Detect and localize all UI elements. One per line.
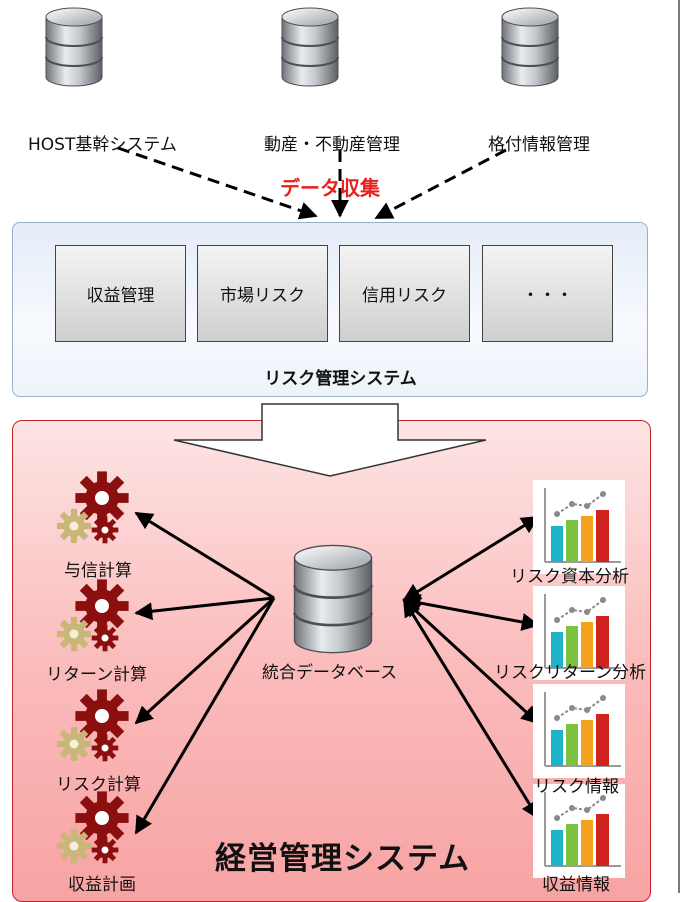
gear-icon-return-tiny — [91, 624, 119, 652]
management-system-title: 経営管理システム — [215, 841, 471, 877]
page-edge-divider — [678, 0, 680, 893]
gear-icon-plan-small — [56, 828, 92, 864]
gear-icon-credit-tiny — [91, 516, 119, 544]
calc-label-plan: 収益計画 — [68, 875, 136, 895]
gear-icon-return-small — [56, 616, 92, 652]
integrated-db-label: 統合データベース — [262, 663, 398, 683]
gear-icon-plan-tiny — [91, 836, 119, 864]
risk-module-revenue: 収益管理 — [55, 245, 186, 342]
calc-label-return: リターン計算 — [46, 665, 148, 685]
calc-arrow-2 — [134, 596, 275, 621]
calc-arrow-3 — [134, 596, 276, 725]
calc-arrow-4 — [134, 597, 276, 835]
analysis-label-risk-return: リスクリターン分析 — [494, 663, 647, 683]
calc-label-risk: リスク計算 — [56, 775, 141, 795]
risk-system-title: リスク管理システム — [264, 369, 417, 389]
chart-icon-revenue-info — [533, 784, 625, 878]
analysis-label-risk-info: リスク情報 — [534, 777, 619, 797]
gear-icon-risk-small — [56, 726, 92, 762]
risk-module-market: 市場リスク — [197, 245, 328, 342]
analysis-arrow-4 — [402, 598, 540, 820]
gear-icon-credit-small — [56, 508, 92, 544]
calc-label-credit: 与信計算 — [64, 561, 132, 581]
source-label-host: HOST基幹システム — [28, 135, 177, 155]
calc-arrow-1 — [134, 511, 275, 600]
gear-icon-risk-tiny — [91, 734, 119, 762]
integrated-db-icon — [288, 544, 378, 654]
source-label-rating: 格付情報管理 — [488, 135, 590, 155]
chart-icon-risk-info — [533, 684, 625, 778]
analysis-arrow-2 — [402, 594, 540, 631]
risk-module-credit: 信用リスク — [339, 245, 470, 342]
analysis-arrow-1 — [402, 515, 540, 602]
chart-icon-risk-capital — [533, 480, 625, 574]
chart-icon-risk-return — [533, 586, 625, 680]
analysis-label-revenue-info: 収益情報 — [542, 875, 610, 895]
analysis-label-risk-capital: リスク資本分析 — [510, 567, 629, 587]
collect-arrow-right — [374, 148, 507, 220]
source-label-property: 動産・不動産管理 — [264, 135, 400, 155]
flow-block-arrow — [173, 403, 487, 477]
risk-module-more: ・・・ — [482, 245, 613, 342]
collect-arrow-left — [117, 146, 318, 220]
data-collection-label: データ収集 — [280, 176, 380, 200]
